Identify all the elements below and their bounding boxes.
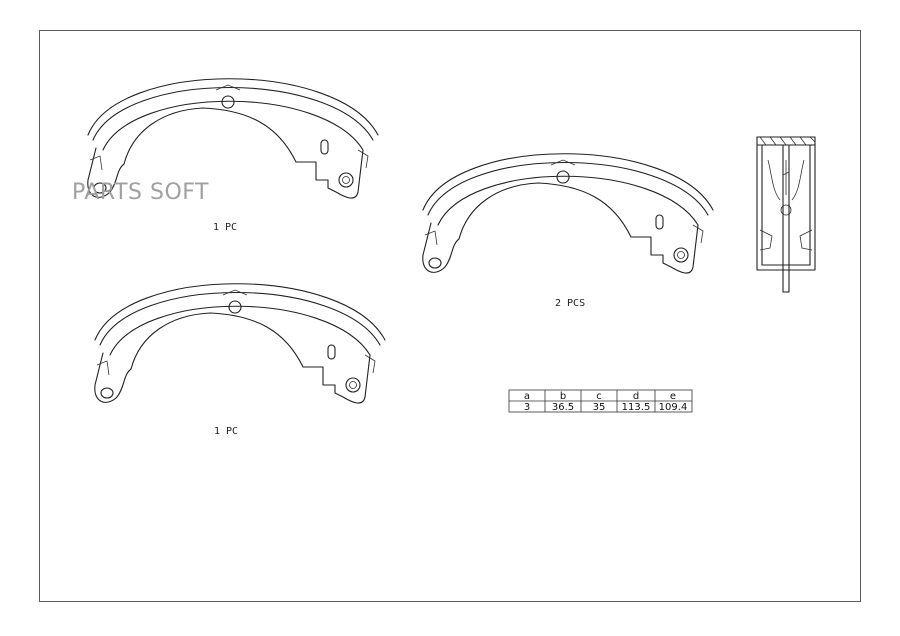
table-value-e: 109.4: [659, 402, 688, 413]
label-shoe-bottom: 1 PC: [214, 426, 238, 437]
table-header-e: e: [670, 391, 676, 402]
brake-shoe-bottom: [94, 283, 386, 404]
table-value-b: 36.5: [552, 402, 574, 413]
brake-shoe-middle: [422, 153, 714, 274]
table-value-a: 3: [524, 402, 530, 413]
brake-shoe-side-view: [756, 136, 816, 293]
table-header-c: c: [596, 391, 602, 402]
label-shoe-top: 1 PC: [213, 222, 237, 233]
drawing-frame: [39, 30, 861, 602]
dimension-table: a b c d e 3 36.5 35 113.5 109.4: [508, 389, 693, 413]
table-header-a: a: [524, 391, 530, 402]
table-header-b: b: [560, 391, 566, 402]
table-value-c: 35: [593, 402, 606, 413]
label-shoe-middle: 2 PCS: [555, 298, 585, 309]
table-value-d: 113.5: [622, 402, 651, 413]
watermark-text: PARTS SOFT: [72, 180, 209, 205]
table-header-d: d: [633, 391, 639, 402]
